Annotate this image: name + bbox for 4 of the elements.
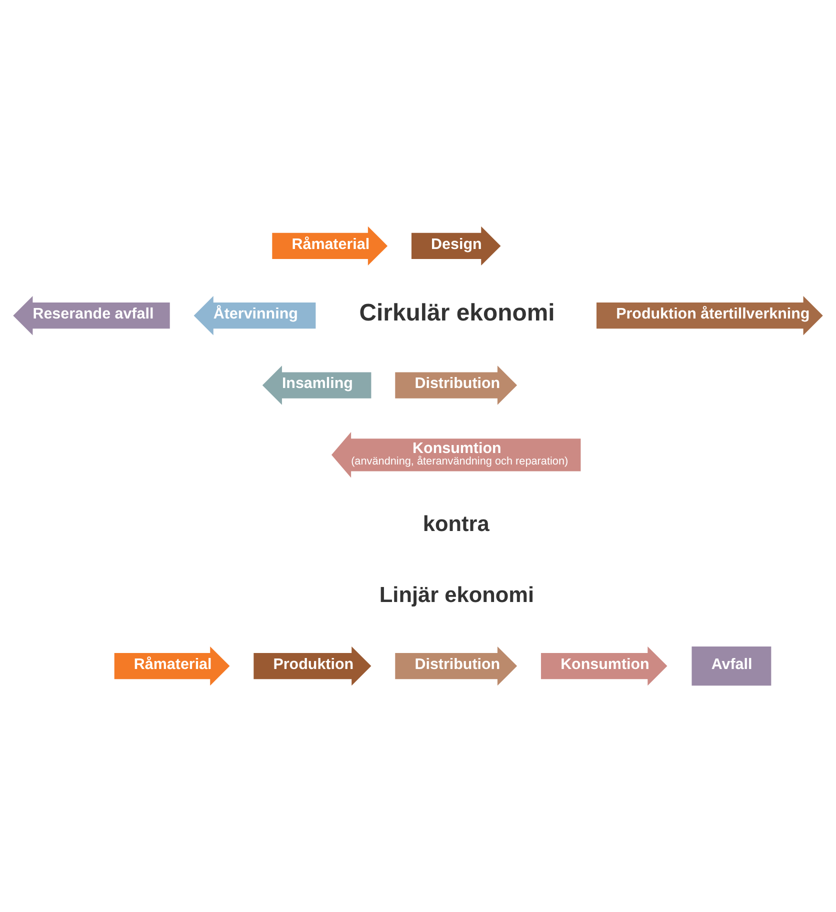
label: kontra [422,511,490,536]
label: Linjär ekonomi [379,582,534,607]
node-box: Avfall [692,646,772,686]
label: Cirkulär ekonomi [359,300,555,327]
